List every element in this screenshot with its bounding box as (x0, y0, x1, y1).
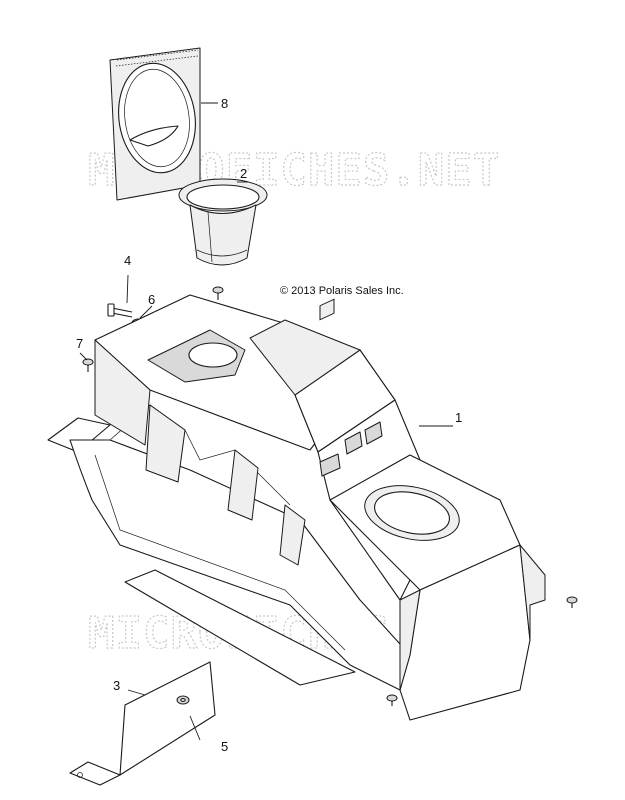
leader-lines (79, 102, 453, 741)
part-3-panel (69, 661, 216, 786)
callout-7: 7 (76, 336, 83, 351)
part-8-seal (109, 47, 201, 201)
callout-3: 3 (113, 678, 120, 693)
callout-1: 1 (455, 410, 462, 425)
callout-8: 8 (221, 96, 228, 111)
copyright-text: © 2013 Polaris Sales Inc. (280, 285, 404, 297)
part-2-cup-holder (178, 178, 268, 266)
part-7-rivets (82, 286, 578, 706)
part-1-console (47, 294, 546, 721)
callout-6: 6 (148, 292, 155, 307)
part-4-bolt (107, 303, 133, 318)
callout-2: 2 (240, 166, 247, 181)
callout-4: 4 (124, 253, 131, 268)
callout-5: 5 (221, 739, 228, 754)
part-5-nut (176, 695, 190, 705)
